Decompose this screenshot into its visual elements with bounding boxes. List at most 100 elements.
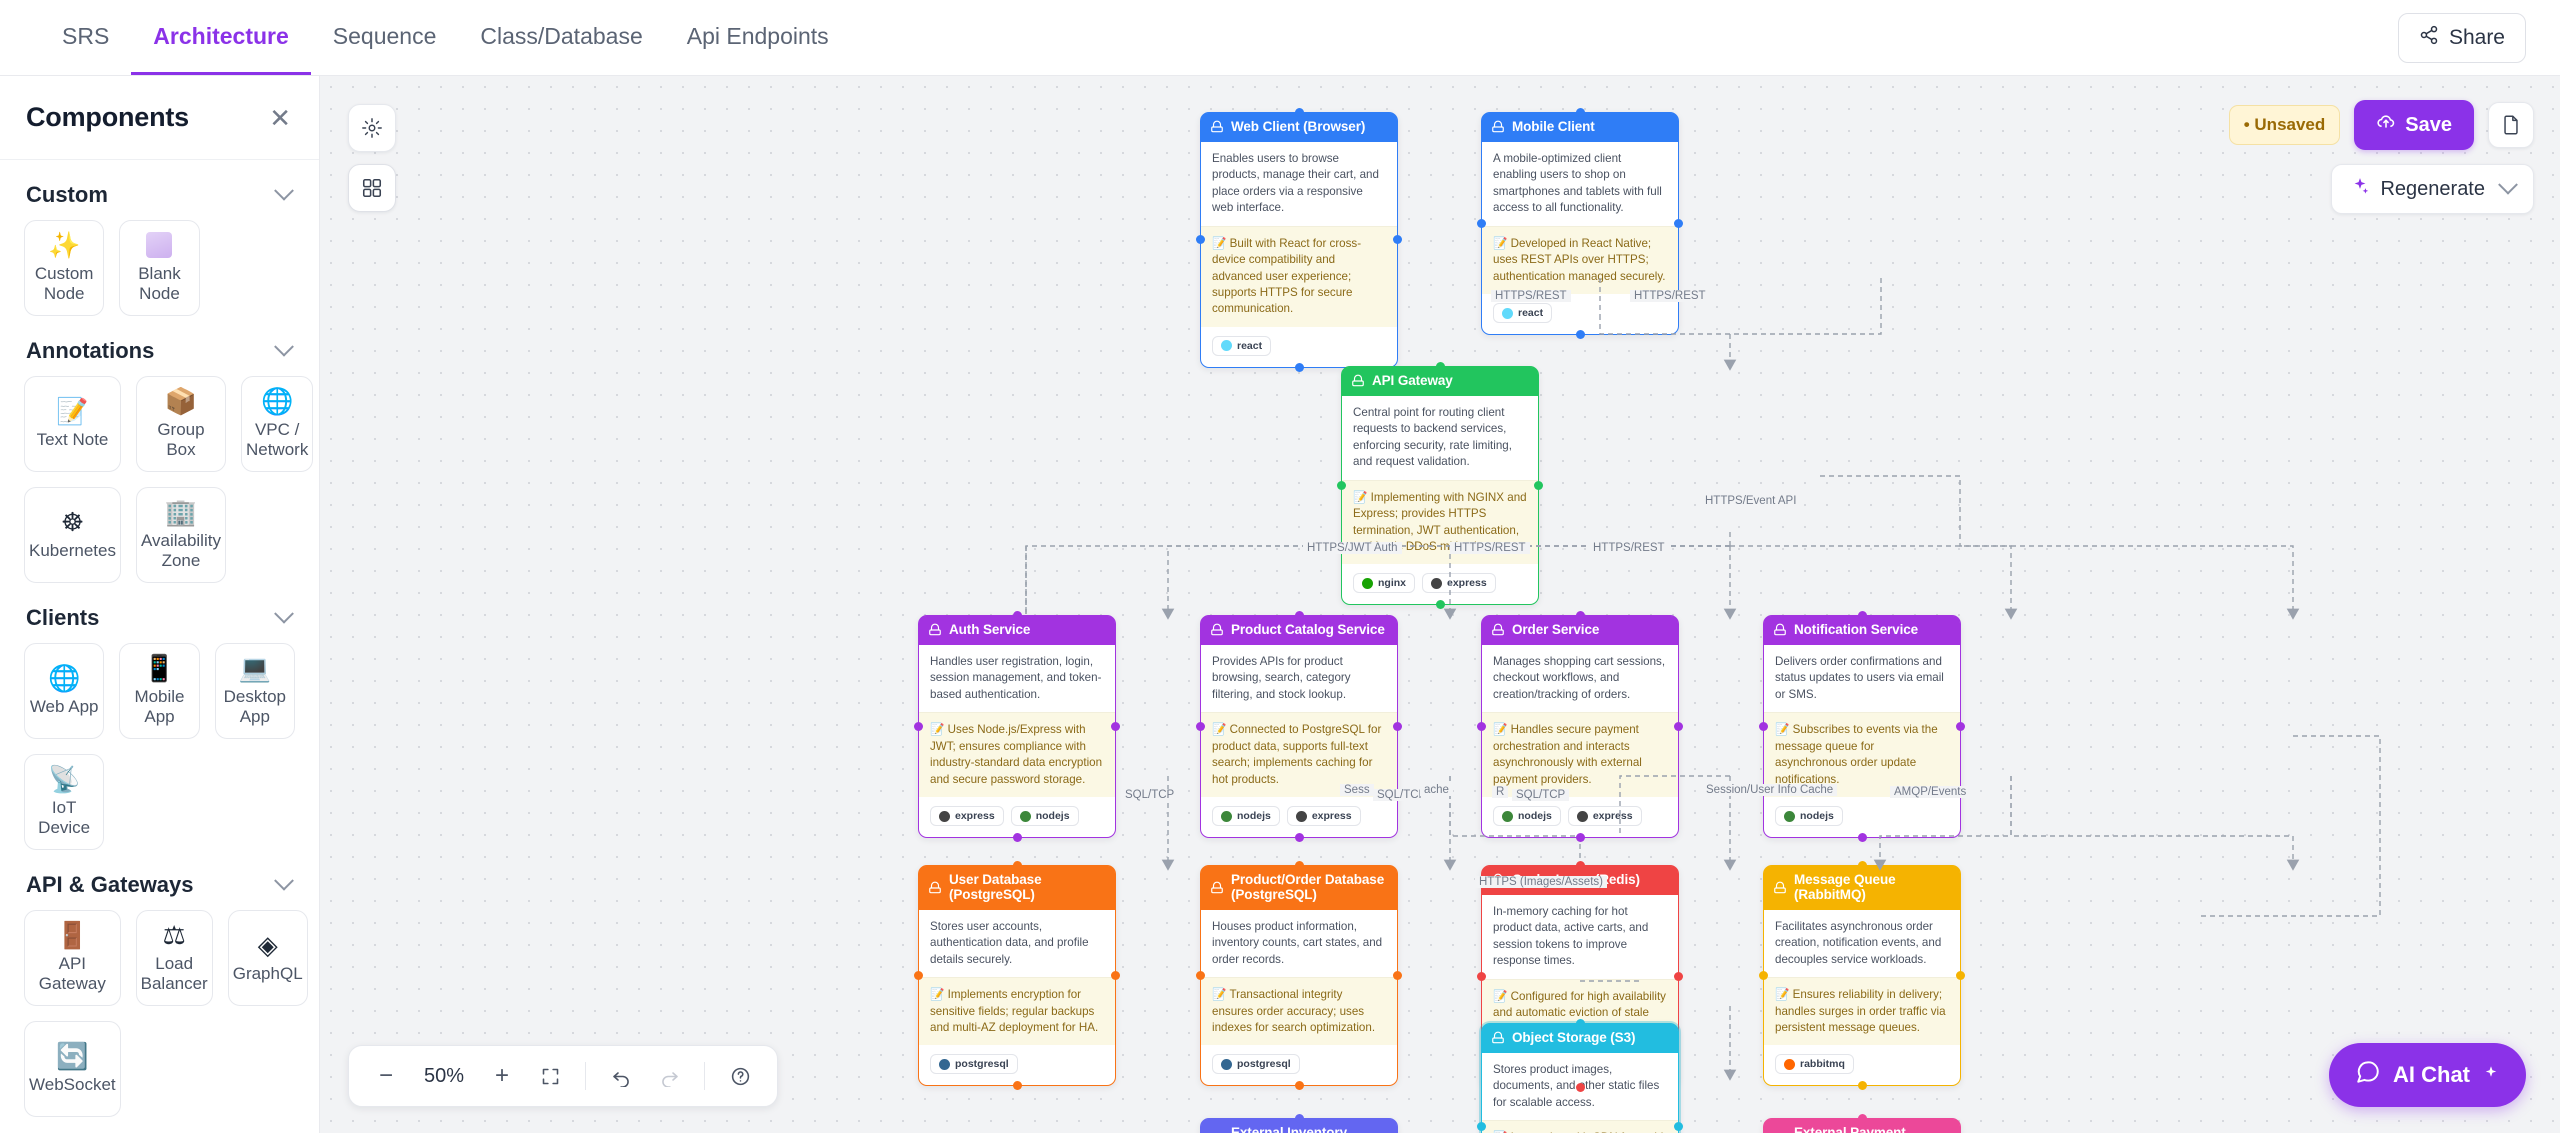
architecture-canvas[interactable]: • Unsaved Save <box>320 76 2560 1133</box>
node-handle-t[interactable] <box>1294 611 1304 620</box>
tab-architecture[interactable]: Architecture <box>131 0 311 75</box>
component-web-app[interactable]: 🌐 Web App <box>24 643 105 739</box>
share-button[interactable]: Share <box>2397 12 2526 63</box>
node-handle-r[interactable] <box>1674 219 1683 228</box>
tab-sequence[interactable]: Sequence <box>311 0 459 75</box>
diagram-node-external-inventory-system[interactable]: External Inventory System <box>1200 1114 1398 1133</box>
save-button[interactable]: Save <box>2354 100 2474 150</box>
node-handle-r[interactable] <box>1534 481 1543 491</box>
fit-screen-icon[interactable] <box>529 1055 571 1097</box>
diagram-node-message-queue[interactable]: Message Queue (RabbitMQ)Facilitates asyn… <box>1759 861 1965 1091</box>
node-handle-r[interactable] <box>1393 235 1402 245</box>
node-handle-t[interactable] <box>1575 1019 1585 1028</box>
node-handle-b[interactable] <box>1575 330 1585 340</box>
node-handle-t[interactable] <box>1012 861 1022 870</box>
node-handle-t[interactable] <box>1857 611 1867 620</box>
node-handle-t[interactable] <box>1575 108 1585 117</box>
magic-layout-icon[interactable] <box>348 104 396 152</box>
tab-srs[interactable]: SRS <box>40 0 131 75</box>
node-handle-l[interactable] <box>1477 722 1486 731</box>
node-handle-b[interactable] <box>1294 362 1304 372</box>
help-circle-icon[interactable] <box>719 1055 761 1097</box>
undo-icon[interactable] <box>600 1055 642 1097</box>
ai-chat-button[interactable]: AI Chat <box>2329 1043 2526 1107</box>
close-icon[interactable]: ✕ <box>269 102 291 133</box>
node-handle-r[interactable] <box>1111 722 1120 731</box>
node-handle-b[interactable] <box>1857 833 1867 843</box>
sidebar-section-api-gateways[interactable]: API & Gateways <box>0 850 319 910</box>
redo-icon[interactable] <box>648 1055 690 1097</box>
sidebar-scroll-area[interactable]: Custom ✨ Custom Node Blank Node Annotati… <box>0 160 319 1133</box>
component-availability-zone[interactable]: 🏢 Availability Zone <box>135 487 226 583</box>
node-handle-b[interactable] <box>1857 1081 1867 1091</box>
component-iot-device[interactable]: 📡 IoT Device <box>24 754 105 850</box>
diagram-node-external-payment-gateway[interactable]: External Payment Gateway <box>1763 1114 1961 1133</box>
sidebar-section-annotations[interactable]: Annotations <box>0 316 319 376</box>
node-handle-b[interactable] <box>1012 833 1022 843</box>
node-handle-r[interactable] <box>1674 1121 1683 1131</box>
diagram-node-user-database[interactable]: User Database (PostgreSQL)Stores user ac… <box>914 861 1120 1091</box>
node-handle-l[interactable] <box>1759 722 1768 731</box>
node-handle-b[interactable] <box>1294 833 1304 843</box>
component-custom-node[interactable]: ✨ Custom Node <box>24 220 105 316</box>
node-handle-l[interactable] <box>1196 722 1205 731</box>
component-graphql[interactable]: ◈ GraphQL <box>227 910 308 1006</box>
node-handle-l[interactable] <box>1477 972 1486 981</box>
component-websocket[interactable]: 🔄 WebSocket <box>24 1021 121 1117</box>
node-handle-b[interactable] <box>1294 1081 1304 1091</box>
sidebar-section-clients[interactable]: Clients <box>0 583 319 643</box>
node-handle-l[interactable] <box>1477 1121 1486 1131</box>
node-handle-t[interactable] <box>1857 861 1867 870</box>
component-blank-node[interactable]: Blank Node <box>119 220 200 316</box>
node-handle-b[interactable] <box>1575 1083 1585 1093</box>
zoom-out-button[interactable]: − <box>378 1062 393 1089</box>
node-handle-r[interactable] <box>1111 971 1120 981</box>
node-handle-l[interactable] <box>1759 971 1768 981</box>
sidebar-section-custom[interactable]: Custom <box>0 160 319 220</box>
component-mobile-app[interactable]: 📱 Mobile App <box>119 643 200 739</box>
node-handle-t[interactable] <box>1575 611 1585 620</box>
node-handle-t[interactable] <box>1294 108 1304 117</box>
diagram-node-product-order-database[interactable]: Product/Order Database (PostgreSQL)House… <box>1196 861 1402 1091</box>
tab-class-database[interactable]: Class/Database <box>458 0 664 75</box>
node-handle-t[interactable] <box>1857 1114 1867 1123</box>
node-handle-r[interactable] <box>1393 722 1402 731</box>
diagram-node-web-client[interactable]: Web Client (Browser)Enables users to bro… <box>1196 108 1402 372</box>
component-load-balancer[interactable]: ⚖ Load Balancer <box>135 910 213 1006</box>
node-handle-l[interactable] <box>914 971 923 981</box>
component-vpc-network[interactable]: 🌐 VPC / Network <box>240 376 314 472</box>
zoom-in-button[interactable]: + <box>494 1062 509 1089</box>
component-desktop-app[interactable]: 💻 Desktop App <box>214 643 295 739</box>
tab-api-endpoints[interactable]: Api Endpoints <box>665 0 851 75</box>
grid-toggle-icon[interactable] <box>348 164 396 212</box>
node-handle-t[interactable] <box>1435 362 1445 371</box>
component-group-box[interactable]: 📦 Group Box <box>135 376 226 472</box>
node-handle-r[interactable] <box>1393 971 1402 981</box>
node-handle-t[interactable] <box>1012 611 1022 620</box>
node-handle-r[interactable] <box>1956 971 1965 981</box>
node-handle-l[interactable] <box>1337 481 1346 491</box>
file-export-icon[interactable] <box>2488 102 2534 148</box>
node-handle-t[interactable] <box>1294 861 1304 870</box>
node-handle-b[interactable] <box>1575 833 1585 843</box>
component-text-note[interactable]: 📝 Text Note <box>24 376 121 472</box>
component-api-gateway[interactable]: 🚪 API Gateway <box>24 910 121 1006</box>
diagram-node-object-storage[interactable]: Object Storage (S3)Stores product images… <box>1477 1019 1683 1133</box>
node-handle-l[interactable] <box>1196 235 1205 245</box>
sidebar-section-services[interactable]: Services <box>0 1117 319 1133</box>
node-handle-l[interactable] <box>1196 971 1205 981</box>
node-handle-t[interactable] <box>1575 861 1585 870</box>
node-handle-l[interactable] <box>914 722 923 731</box>
node-handle-t[interactable] <box>1294 1114 1304 1123</box>
node-handle-r[interactable] <box>1956 722 1965 731</box>
node-handle-b[interactable] <box>1012 1081 1022 1091</box>
node-handle-l[interactable] <box>1477 219 1486 228</box>
node-handle-r[interactable] <box>1674 722 1683 731</box>
node-handle-r[interactable] <box>1674 972 1683 981</box>
component-kubernetes[interactable]: ☸ Kubernetes <box>24 487 121 583</box>
